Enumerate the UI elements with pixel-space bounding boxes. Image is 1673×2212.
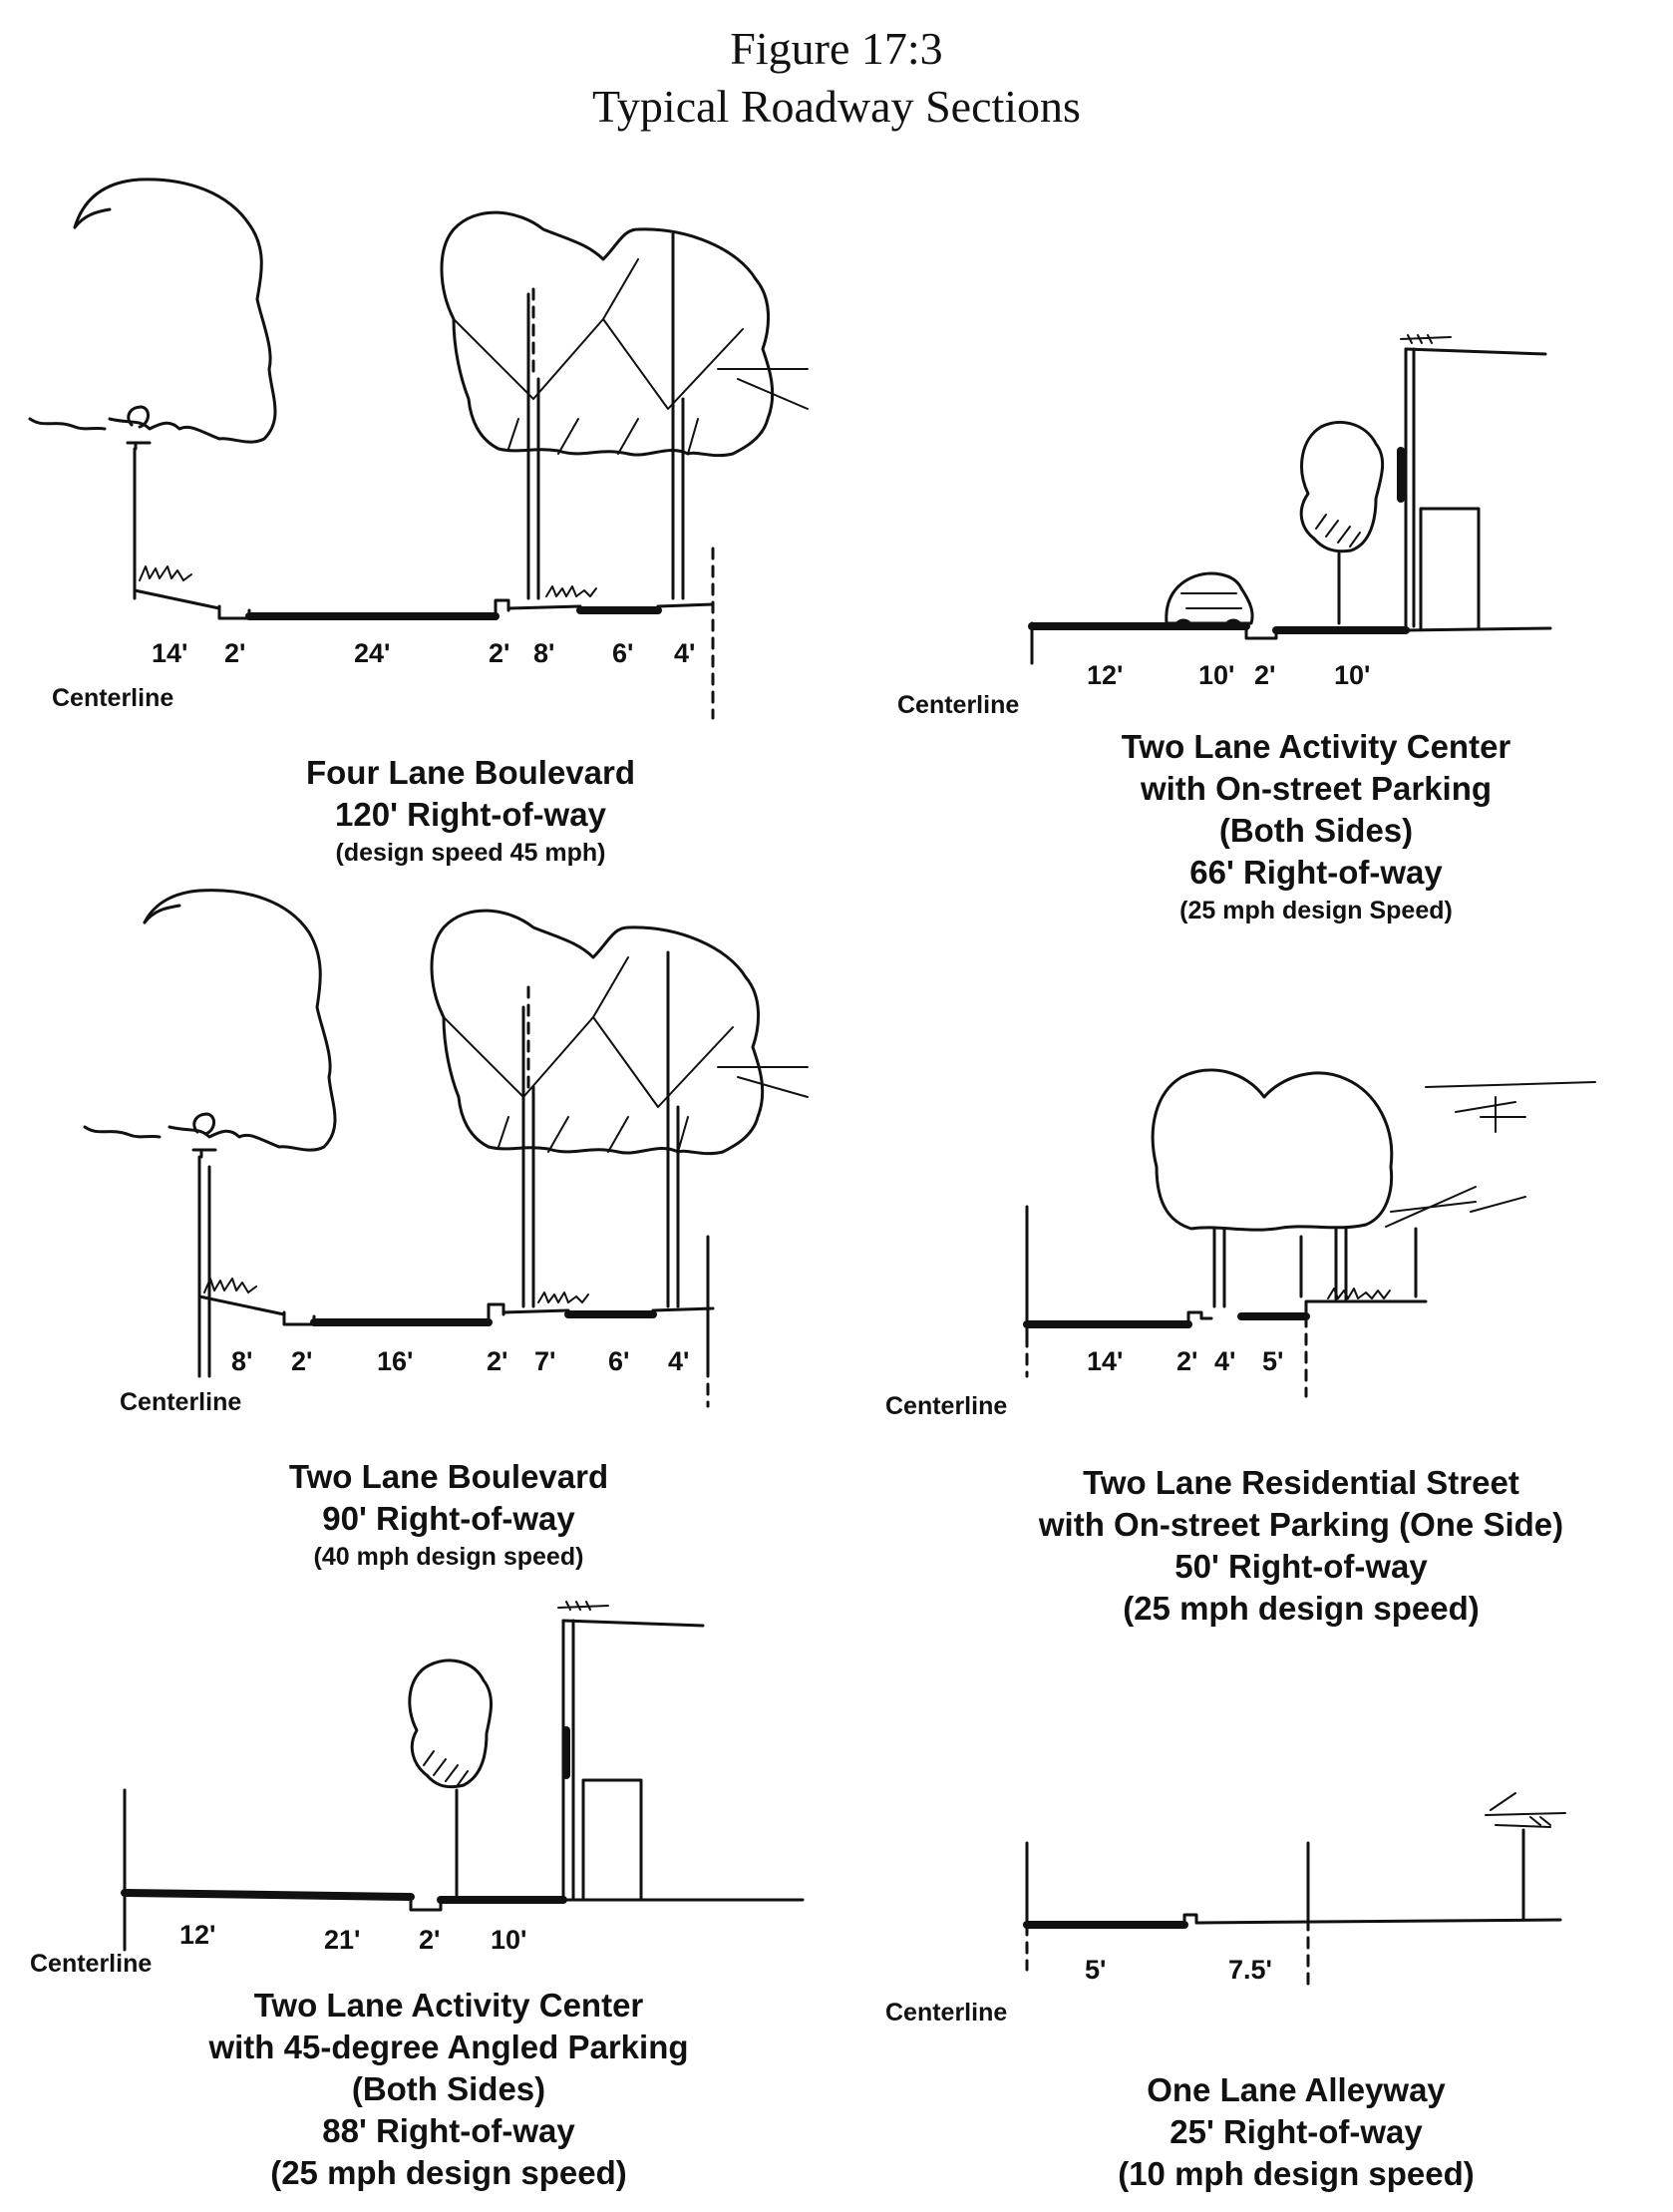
dim-label: 14' bbox=[1087, 1346, 1124, 1376]
dim-label: 8' bbox=[231, 1346, 253, 1376]
figure-number: Figure 17:3 bbox=[730, 23, 943, 74]
figure-title: Typical Roadway Sections bbox=[592, 81, 1081, 132]
caption-two-lane-boulevard: Two Lane Boulevard 90' Right-of-way (40 … bbox=[160, 1456, 738, 1574]
dim-label: 5' bbox=[1085, 1955, 1107, 1985]
centerline-label: Centerline bbox=[30, 1950, 153, 1978]
caption-sides: (Both Sides) bbox=[1218, 812, 1414, 849]
dim-label: 7' bbox=[534, 1346, 556, 1376]
caption-four-lane-boulevard: Four Lane Boulevard 120' Right-of-way (d… bbox=[181, 752, 760, 870]
centerline-label: Centerline bbox=[885, 1999, 1008, 2027]
dim-label: 14' bbox=[152, 638, 188, 668]
dim-label: 4' bbox=[668, 1346, 690, 1376]
dim-label: 10' bbox=[1198, 660, 1235, 690]
dim-label: 6' bbox=[608, 1346, 630, 1376]
caption-title: Two Lane Activity Center bbox=[1121, 728, 1511, 765]
caption-design-speed: (design speed 45 mph) bbox=[335, 839, 606, 867]
caption-right-of-way: 25' Right-of-way bbox=[1170, 2113, 1423, 2150]
caption-design-speed: (25 mph design speed) bbox=[1123, 1590, 1480, 1627]
caption-subtitle: with 45-degree Angled Parking bbox=[208, 2028, 689, 2065]
dim-label: 8' bbox=[533, 638, 555, 668]
residential-street-sketch bbox=[1027, 1070, 1595, 1396]
dim-label: 10' bbox=[491, 1925, 527, 1955]
dim-label: 2' bbox=[419, 1925, 441, 1955]
caption-right-of-way: 88' Right-of-way bbox=[322, 2112, 575, 2149]
dim-label: 5' bbox=[1262, 1346, 1284, 1376]
dim-label: 24' bbox=[354, 638, 391, 668]
dim-label: 4' bbox=[674, 638, 696, 668]
caption-design-speed: (40 mph design speed) bbox=[313, 1543, 584, 1571]
centerline-label: Centerline bbox=[885, 1392, 1008, 1420]
caption-alleyway: One Lane Alleyway 25' Right-of-way (10 m… bbox=[1007, 2069, 1585, 2195]
dim-label: 2' bbox=[1176, 1346, 1198, 1376]
caption-activity-center-angled: Two Lane Activity Center with 45-degree … bbox=[140, 1985, 758, 2194]
caption-title: Two Lane Activity Center bbox=[253, 1987, 644, 2024]
caption-right-of-way: 90' Right-of-way bbox=[322, 1500, 575, 1537]
dim-label: 2' bbox=[224, 638, 246, 668]
caption-design-speed: (25 mph design Speed) bbox=[1179, 897, 1453, 924]
caption-subtitle: with On-street Parking bbox=[1140, 770, 1493, 807]
centerline-label: Centerline bbox=[897, 691, 1020, 719]
two-lane-boulevard-sketch bbox=[85, 891, 808, 1406]
dim-label: 7.5' bbox=[1228, 1955, 1272, 1985]
dim-label: 4' bbox=[1214, 1346, 1236, 1376]
centerline-label: Centerline bbox=[52, 684, 174, 712]
dim-label: 12' bbox=[179, 1920, 216, 1950]
caption-title: One Lane Alleyway bbox=[1147, 2071, 1446, 2108]
dim-label: 12' bbox=[1087, 660, 1124, 690]
caption-right-of-way: 50' Right-of-way bbox=[1174, 1548, 1428, 1585]
activity-center-parallel-sketch bbox=[1032, 335, 1550, 663]
dim-label: 2' bbox=[1254, 660, 1276, 690]
dim-label: 21' bbox=[324, 1925, 361, 1955]
caption-title: Two Lane Boulevard bbox=[288, 1458, 609, 1495]
four-lane-boulevard-sketch bbox=[30, 180, 808, 718]
dim-label: 16' bbox=[377, 1346, 414, 1376]
dim-label: 2' bbox=[487, 1346, 508, 1376]
dim-label: 2' bbox=[291, 1346, 313, 1376]
caption-design-speed: (10 mph design speed) bbox=[1118, 2155, 1475, 2192]
dim-label: 6' bbox=[612, 638, 634, 668]
dim-label: 2' bbox=[489, 638, 510, 668]
caption-sides: (Both Sides) bbox=[351, 2070, 546, 2107]
caption-design-speed: (25 mph design speed) bbox=[270, 2154, 627, 2191]
caption-title: Two Lane Residential Street bbox=[1083, 1464, 1519, 1501]
caption-right-of-way: 66' Right-of-way bbox=[1189, 854, 1443, 891]
alleyway-sketch bbox=[1027, 1793, 1565, 1985]
dim-label: 10' bbox=[1334, 660, 1371, 690]
activity-center-angled-sketch bbox=[125, 1602, 803, 1950]
caption-residential-street: Two Lane Residential Street with On-stre… bbox=[987, 1462, 1615, 1630]
caption-right-of-way: 120' Right-of-way bbox=[335, 796, 606, 833]
caption-subtitle: with On-street Parking (One Side) bbox=[1038, 1506, 1564, 1543]
centerline-label: Centerline bbox=[120, 1388, 242, 1416]
caption-title: Four Lane Boulevard bbox=[305, 754, 636, 791]
caption-activity-center-parallel: Two Lane Activity Center with On-street … bbox=[1007, 726, 1625, 927]
